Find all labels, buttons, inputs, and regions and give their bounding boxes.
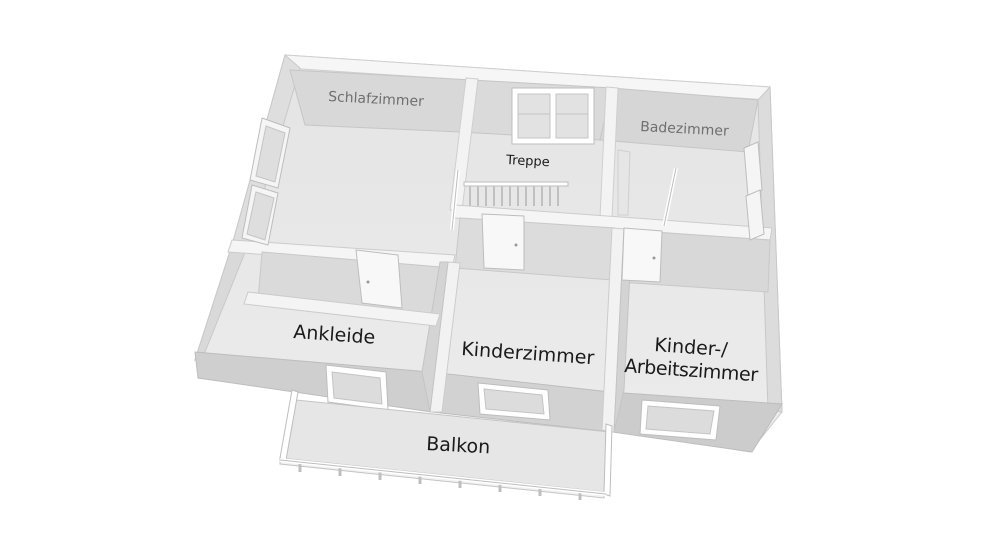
window-arbeitszimmer <box>639 399 721 441</box>
wall-ankleide-top <box>243 291 441 327</box>
window-ankleide <box>325 364 389 411</box>
label-badezimmer: Badezimmer <box>640 119 730 140</box>
label-kinder-arbeitszimmer-1: Kinder-/ <box>654 334 729 361</box>
door-kinderzimmer <box>481 213 525 271</box>
stair-railing-left <box>450 169 460 231</box>
wall-ankleide-kinderzimmer-face <box>421 261 449 413</box>
balkon-railing-right <box>603 423 613 497</box>
label-schlafzimmer: Schlafzimmer <box>328 89 425 110</box>
badezimmer-back-wall <box>599 87 759 153</box>
stair-railing-top <box>463 181 569 206</box>
window-treppe <box>511 87 595 145</box>
window-left-1 <box>249 117 291 189</box>
label-balkon: Balkon <box>426 433 491 458</box>
window-left-2 <box>241 184 279 246</box>
window-right-2 <box>745 189 765 241</box>
window-kinderzimmer <box>477 382 551 421</box>
door-arbeitszimmer <box>621 227 663 283</box>
balkon <box>279 389 613 500</box>
window-right-1 <box>743 141 763 197</box>
label-treppe: Treppe <box>505 153 550 170</box>
wall-bad-inner <box>617 149 631 216</box>
stair-railing-right <box>662 167 678 227</box>
door-ankleide <box>355 249 403 309</box>
